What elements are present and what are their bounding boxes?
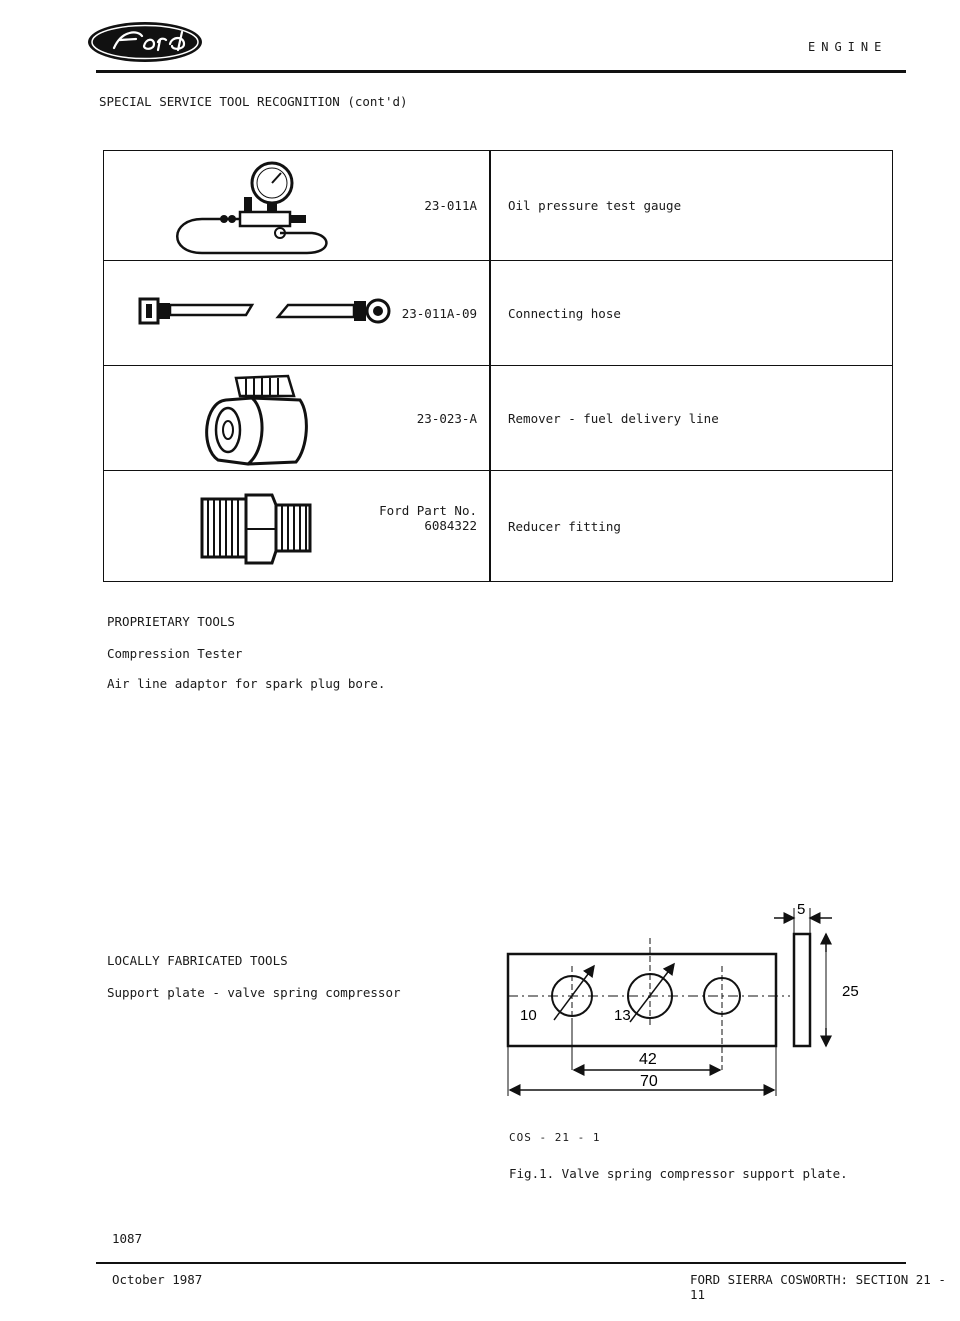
dimension-label: 13 [614,1007,631,1024]
dimension-label: 70 [640,1073,658,1090]
figure-code: COS - 21 - 1 [509,1131,601,1144]
table-row: 23-011A-09 Connecting hose [104,261,892,366]
footer-date: October 1987 [112,1272,203,1287]
tool-description: Oil pressure test gauge [508,198,682,213]
tool-number: 23-011A [424,198,477,213]
support-plate-drawing: 10 13 42 70 5 25 [506,901,859,1096]
table-row: 23-011A Oil pressure test gauge [104,151,892,261]
tool-number: 23-023-A [416,411,477,426]
list-item: Support plate - valve spring compressor [107,985,401,1000]
dimension-label: 10 [520,1007,537,1024]
section-tag: ENGINE [808,40,888,54]
dimension-label: 25 [842,983,859,1000]
list-item: Compression Tester [107,646,243,661]
tool-description: Reducer fitting [508,519,621,534]
dimension-label: 42 [639,1051,657,1068]
ford-logo [88,22,202,62]
tool-description: Remover - fuel delivery line [508,411,719,426]
list-item: Air line adaptor for spark plug bore. [107,676,386,691]
reducer-fitting-icon [200,493,312,565]
page-number: 1087 [112,1231,143,1246]
table-row: Ford Part No. 6084322 Reducer fitting [104,471,892,583]
figure-caption: Fig.1. Valve spring compressor support p… [509,1166,848,1181]
column-divider [489,151,491,581]
footer-rule [96,1262,906,1264]
connecting-hose-icon [138,297,391,325]
tool-number: 23-011A-09 [401,306,477,321]
proprietary-heading: PROPRIETARY TOOLS [107,614,235,629]
special-tools-table: 23-011A Oil pressure test gauge 23-011A-… [103,150,893,582]
oil-pressure-gauge-icon [176,161,328,255]
dimension-label: 5 [797,901,805,918]
tool-description: Connecting hose [508,306,621,321]
page-heading: SPECIAL SERVICE TOOL RECOGNITION (cont'd… [99,94,408,109]
header-rule [96,70,906,73]
footer-section: FORD SIERRA COSWORTH: SECTION 21 - 11 [690,1272,946,1302]
table-row: 23-023-A Remover - fuel delivery line [104,366,892,471]
tool-number: Ford Part No. 6084322 [379,503,477,533]
locally-fabricated-heading: LOCALLY FABRICATED TOOLS [107,953,288,968]
line-remover-clip-icon [205,374,308,466]
